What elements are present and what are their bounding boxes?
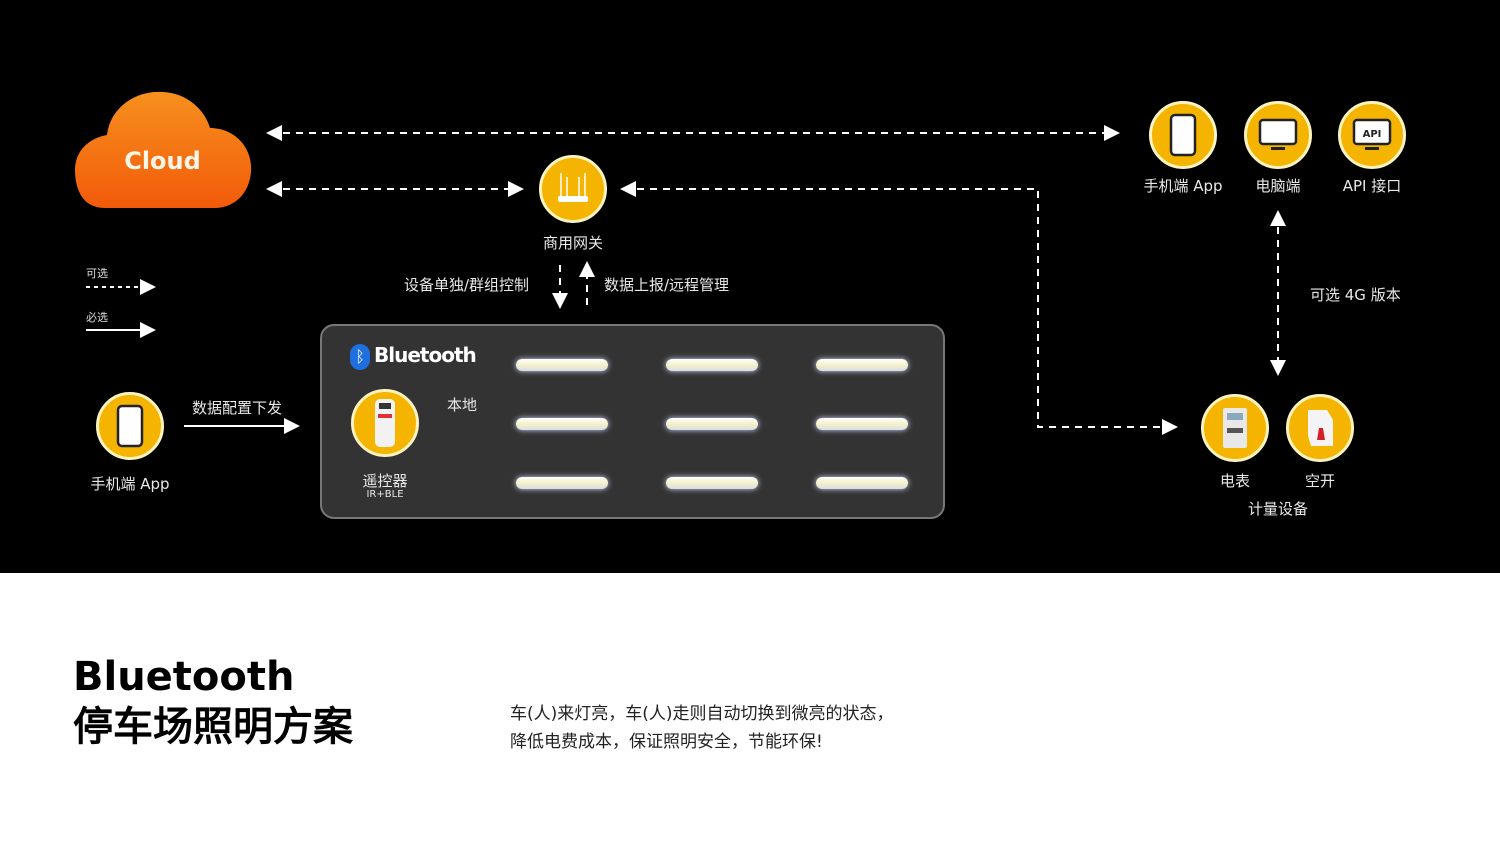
left-phone-app[interactable] <box>96 392 164 460</box>
gateway-label: 商用网关 <box>542 234 604 252</box>
client-label: 电脑端 <box>1255 177 1301 195</box>
meter-group-label: 计量设备 <box>1247 500 1309 518</box>
remote-control-icon <box>375 399 395 447</box>
control-label: 设备单独/群组控制 <box>404 276 530 294</box>
description: 车(人)来灯亮，车(人)走则自动切换到微亮的状态， 降低电费成本，保证照明安全，… <box>510 700 894 756</box>
lamp <box>816 477 908 489</box>
remote-sub-label: IR+BLE <box>366 489 404 500</box>
monitor-icon <box>1258 118 1298 150</box>
client-phone-app[interactable] <box>1149 101 1217 169</box>
bluetooth-mesh-panel: ᛒ Bluetooth 遥控器 IR+BLE 本地 <box>320 324 945 519</box>
gateway-meter-link <box>620 181 1178 435</box>
bluetooth-icon: ᛒ <box>350 344 370 370</box>
left-app-label: 手机端 App <box>90 475 170 493</box>
local-label: 本地 <box>446 396 478 414</box>
breaker-label: 空开 <box>1304 472 1336 490</box>
cloud-label: Cloud <box>124 147 201 175</box>
meter-label: 电表 <box>1219 472 1251 490</box>
remote-node[interactable] <box>351 389 419 457</box>
config-label: 数据配置下发 <box>192 399 283 417</box>
client-label: 手机端 App <box>1143 177 1223 195</box>
lamp <box>516 477 608 489</box>
legend-required-label: 必选 <box>86 311 108 324</box>
gateway-node[interactable] <box>539 155 607 223</box>
lamp <box>666 418 758 430</box>
title-line-2: 停车场照明方案 <box>73 704 353 750</box>
lamp <box>516 359 608 371</box>
desc-line-1: 车(人)来灯亮，车(人)走则自动切换到微亮的状态， <box>510 704 894 724</box>
bluetooth-brand: Bluetooth <box>374 343 477 367</box>
client-api[interactable]: API <box>1338 101 1406 169</box>
lamp <box>816 418 908 430</box>
circuit-breaker-icon <box>1308 410 1333 446</box>
api-badge: API <box>1363 129 1382 140</box>
report-label: 数据上报/远程管理 <box>604 276 730 294</box>
page-title: Bluetooth 停车场照明方案 <box>73 652 353 752</box>
breaker-node[interactable] <box>1286 394 1354 462</box>
4g-label: 可选 4G 版本 <box>1310 286 1401 304</box>
client-label: API 接口 <box>1342 177 1402 195</box>
electric-meter-icon <box>1223 408 1247 448</box>
lamp <box>666 359 758 371</box>
meter-node[interactable] <box>1201 394 1269 462</box>
lamp <box>816 359 908 371</box>
remote-label: 遥控器 <box>362 472 408 490</box>
title-line-1: Bluetooth <box>73 654 295 700</box>
phone-icon <box>1169 113 1197 157</box>
client-pc[interactable] <box>1244 101 1312 169</box>
desc-line-2: 降低电费成本，保证照明安全，节能环保! <box>510 732 823 752</box>
lamp <box>516 418 608 430</box>
router-icon <box>558 173 588 202</box>
lamp <box>666 477 758 489</box>
legend-optional-label: 可选 <box>86 267 108 280</box>
phone-icon <box>116 404 144 448</box>
api-monitor-icon: API <box>1352 118 1392 150</box>
cloud-icon <box>75 91 252 208</box>
